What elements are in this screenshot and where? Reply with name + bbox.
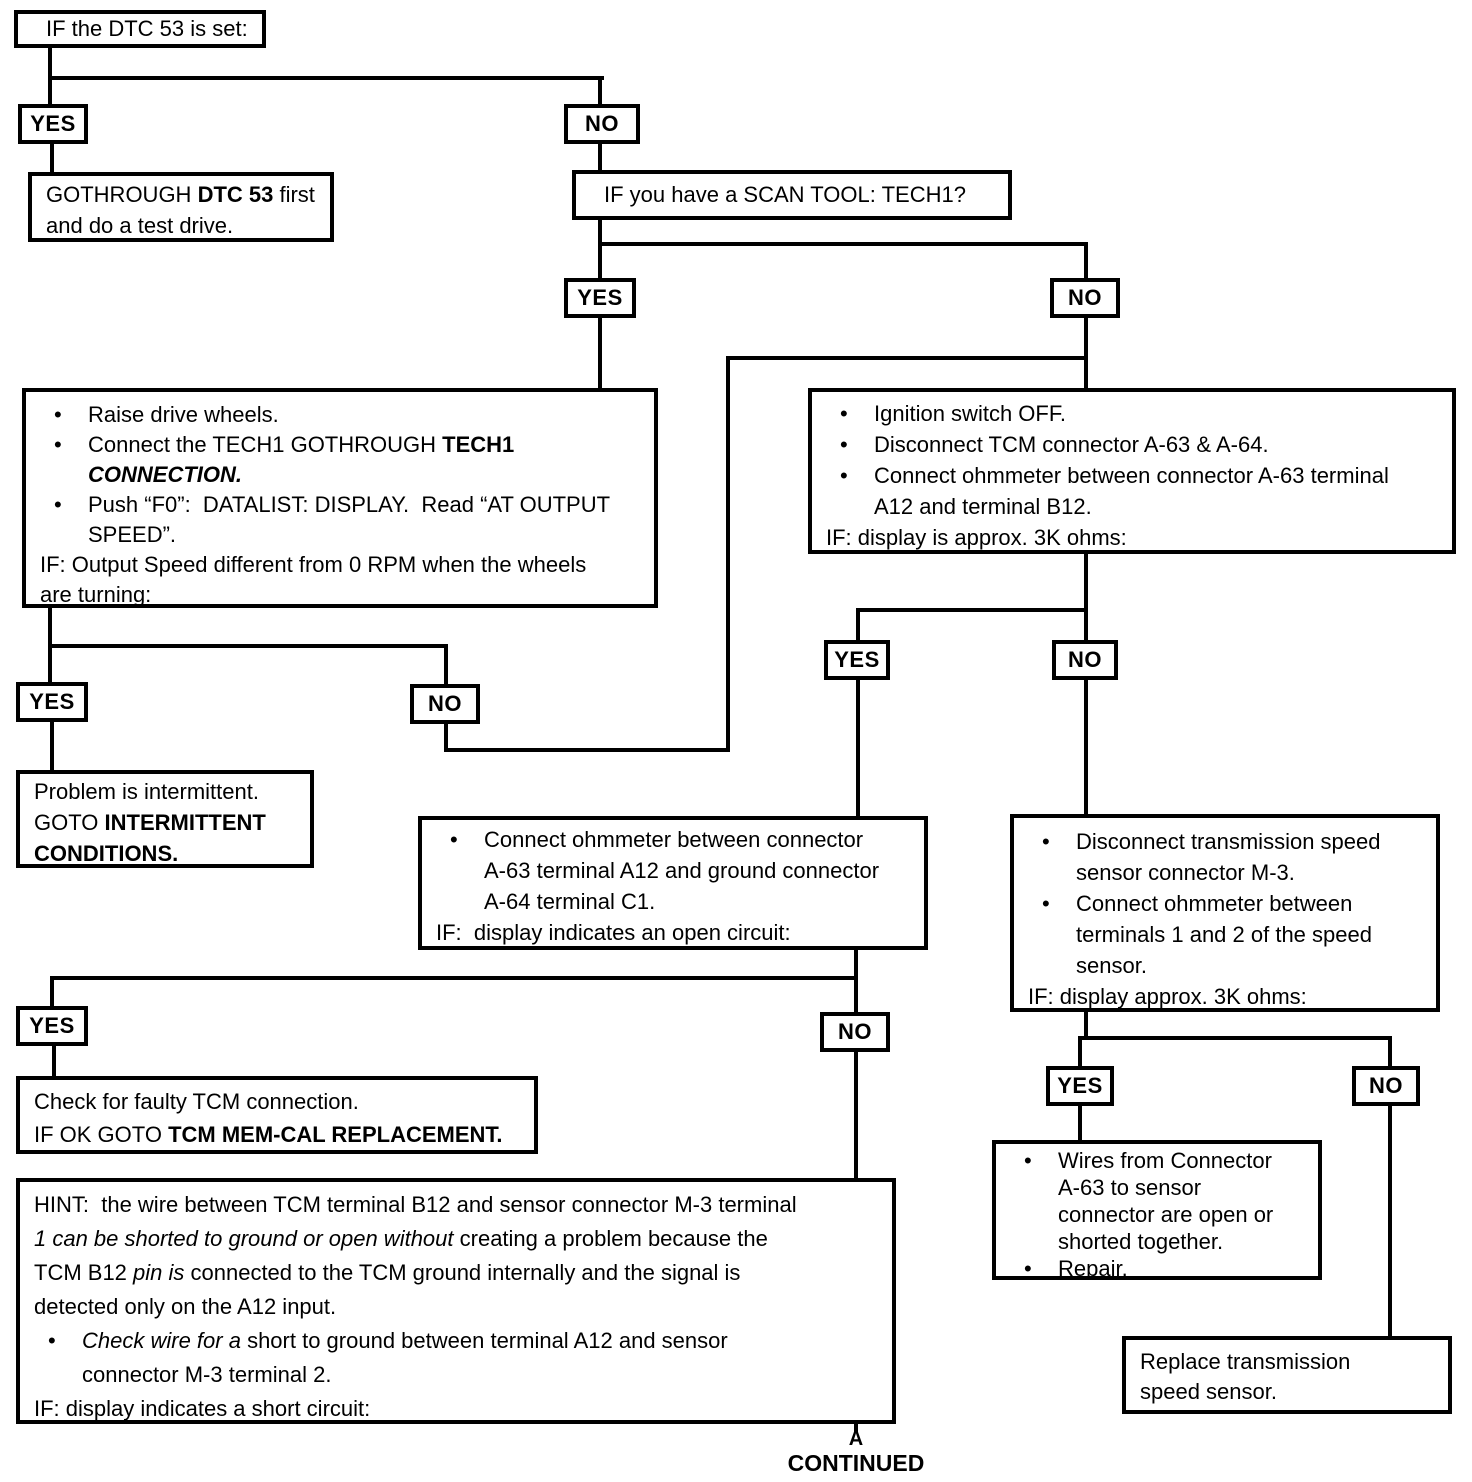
connector-line — [856, 608, 1088, 612]
connector-line — [1084, 316, 1088, 390]
connector-line — [52, 1042, 56, 1078]
connector-line — [854, 1048, 858, 1180]
connector-line — [856, 676, 860, 818]
node-tech1-output-speed: •Raise drive wheels.•Connect the TECH1 G… — [22, 388, 658, 608]
no-label-3k-ohms: NO — [1052, 640, 1118, 680]
connector-line — [1078, 1036, 1082, 1068]
connector-line — [1084, 676, 1088, 816]
connector-line — [1084, 242, 1088, 280]
connector-line — [48, 76, 604, 80]
node-dtc53-set: IF the DTC 53 is set: — [14, 10, 266, 48]
node-tcm-ohmmeter: •Ignition switch OFF.•Disconnect TCM con… — [808, 388, 1456, 554]
connector-line — [856, 608, 860, 642]
no-label-sensor-3k: NO — [1352, 1066, 1420, 1106]
node-hint-short-check: HINT: the wire between TCM terminal B12 … — [16, 1178, 896, 1424]
connector-line — [1084, 1010, 1088, 1040]
connector-line — [48, 644, 448, 648]
connector-line — [1078, 1102, 1082, 1144]
yes-label-scan-tool: YES — [564, 278, 636, 318]
yes-label-dtc53: YES — [18, 104, 88, 144]
connector-line — [50, 976, 54, 1008]
connector-line — [50, 142, 54, 174]
connector-line — [1388, 1102, 1392, 1340]
continued-label: CONTINUED — [787, 1450, 925, 1476]
connector-line — [598, 316, 602, 390]
connector-line — [726, 356, 1086, 360]
connector-line — [50, 976, 858, 980]
node-scan-tool-question: IF you have a SCAN TOOL: TECH1? — [572, 170, 1012, 220]
connector-line — [598, 242, 602, 280]
node-intermittent: Problem is intermittent.GOTO INTERMITTEN… — [16, 770, 314, 868]
yes-label-open-circuit: YES — [16, 1006, 88, 1046]
connector-line — [598, 76, 602, 106]
node-tcm-connection: Check for faulty TCM connection.IF OK GO… — [16, 1076, 538, 1154]
connector-line — [854, 1420, 858, 1432]
no-label-open-circuit: NO — [820, 1012, 890, 1052]
connector-line — [854, 976, 858, 1014]
no-label-dtc53: NO — [564, 104, 640, 144]
connector-line — [598, 142, 602, 172]
connector-line — [854, 948, 858, 980]
connector-line — [50, 718, 54, 772]
connector-line — [1388, 1036, 1392, 1068]
connector-line — [444, 748, 730, 752]
no-label-scan-tool: NO — [1050, 278, 1120, 318]
yes-label-output-speed: YES — [16, 682, 88, 722]
yes-label-sensor-3k: YES — [1046, 1066, 1114, 1106]
connector-line — [1084, 608, 1088, 642]
connector-line — [1078, 1036, 1392, 1040]
yes-label-3k-ohms: YES — [824, 640, 890, 680]
connector-line — [1084, 550, 1088, 612]
connector-line — [444, 720, 448, 752]
continuation-marker-a: A — [848, 1428, 864, 1450]
connector-line — [726, 356, 730, 752]
no-label-output-speed: NO — [410, 684, 480, 724]
connector-line — [444, 644, 448, 686]
connector-line — [598, 242, 1088, 246]
connector-line — [598, 218, 602, 244]
